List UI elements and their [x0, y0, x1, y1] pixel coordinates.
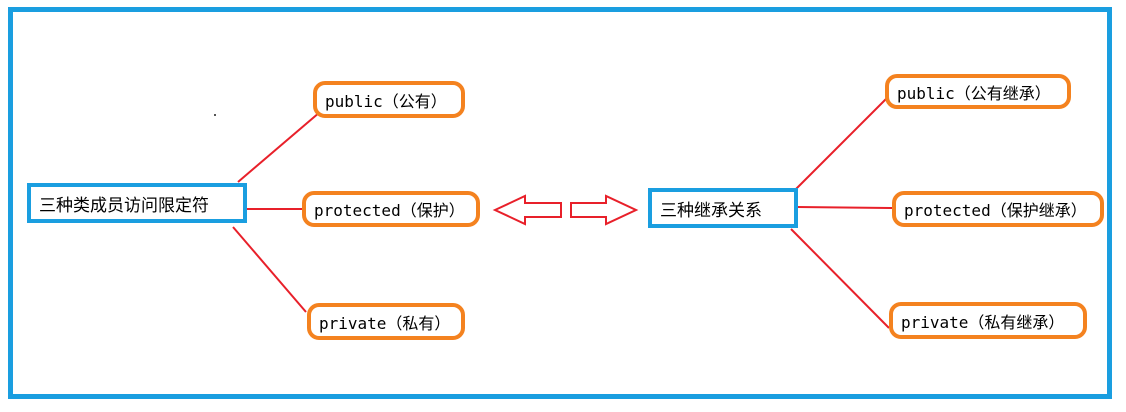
connector-right-public: [794, 96, 889, 191]
connector-right-private: [790, 228, 890, 329]
right-private-box: private（私有继承）: [889, 302, 1087, 339]
right-public-box: public（公有继承）: [885, 74, 1071, 109]
hollow-left-arrow-icon: [492, 194, 562, 226]
left-root-box: 三种类成员访问限定符: [27, 183, 247, 223]
stray-dot: [214, 114, 216, 116]
right-root-box: 三种继承关系: [648, 188, 798, 228]
connector-left-public: [237, 111, 321, 183]
left-protected-box: protected（保护）: [302, 191, 480, 227]
left-public-box: public（公有）: [313, 81, 465, 118]
left-private-box: private（私有）: [307, 303, 465, 340]
hollow-right-arrow-icon: [570, 194, 639, 226]
connector-left-private: [232, 226, 307, 313]
right-protected-box: protected（保护继承）: [892, 191, 1104, 227]
connector-right-protected: [796, 206, 896, 209]
diagram-frame: [8, 7, 1112, 399]
